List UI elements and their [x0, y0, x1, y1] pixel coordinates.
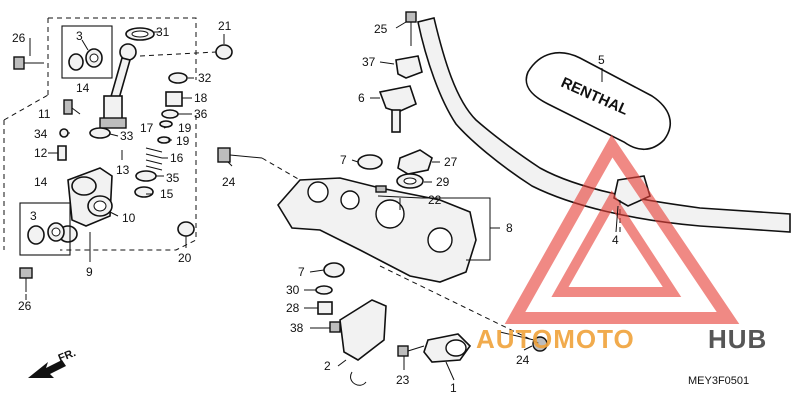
callout-22: 22 — [428, 193, 442, 207]
callout-14-bottom: 14 — [34, 175, 48, 189]
callout-labels: 26 3 14 31 21 32 18 36 17 19 19 16 35 15… — [12, 19, 619, 395]
callout-11: 11 — [38, 107, 51, 121]
callout-4: 4 — [612, 233, 619, 247]
callout-29: 29 — [436, 175, 450, 189]
callout-23: 23 — [396, 373, 410, 387]
callout-37: 37 — [362, 55, 376, 69]
callout-28: 28 — [286, 301, 300, 315]
callout-18: 18 — [194, 91, 208, 105]
handlebar-assembly: RENTHAL — [417, 17, 791, 233]
callout-17: 17 — [140, 121, 154, 135]
top-bridge-assembly — [217, 11, 548, 386]
front-indicator-label: FR. — [57, 347, 78, 365]
callout-3-bottom: 3 — [30, 209, 37, 223]
callout-25: 25 — [374, 22, 388, 36]
callout-3-top: 3 — [76, 29, 83, 43]
callout-1: 1 — [450, 381, 457, 395]
callout-15: 15 — [160, 187, 174, 201]
callout-10: 10 — [122, 211, 136, 225]
callout-32: 32 — [198, 71, 212, 85]
callout-5: 5 — [598, 53, 605, 67]
callout-26-bottom: 26 — [18, 299, 32, 313]
callout-34: 34 — [34, 127, 48, 141]
crossbar-pad — [525, 51, 672, 151]
callout-38: 38 — [290, 321, 304, 335]
callout-2: 2 — [324, 359, 331, 373]
callout-36: 36 — [194, 107, 208, 121]
callout-12: 12 — [34, 146, 48, 160]
callout-24-left: 24 — [222, 175, 236, 189]
front-arrow-icon — [28, 360, 66, 378]
callout-33: 33 — [120, 129, 134, 143]
callout-6: 6 — [358, 91, 365, 105]
callout-9: 9 — [86, 265, 93, 279]
callout-24-right: 24 — [516, 353, 530, 367]
leader-lines — [25, 21, 619, 381]
damper-assembly — [13, 25, 233, 378]
callout-16: 16 — [170, 151, 184, 165]
watermark — [504, 134, 740, 324]
callout-27: 27 — [444, 155, 458, 169]
callout-19-lower: 19 — [176, 134, 190, 148]
callout-8: 8 — [506, 221, 513, 235]
callout-26-top: 26 — [12, 31, 26, 45]
callout-19-upper: 19 — [178, 121, 192, 135]
callout-13: 13 — [116, 163, 130, 177]
callout-21: 21 — [218, 19, 232, 33]
callout-7-lower: 7 — [298, 265, 305, 279]
watermark-brand-part2: HUB — [708, 324, 767, 354]
callout-14-top: 14 — [76, 81, 90, 95]
callout-35: 35 — [166, 171, 180, 185]
callout-30: 30 — [286, 283, 300, 297]
callout-20: 20 — [178, 251, 192, 265]
diagram-code: MEY3F0501 — [688, 375, 749, 387]
callout-7-upper: 7 — [340, 153, 347, 167]
watermark-text: AUTOMOTO HUB — [476, 324, 767, 354]
watermark-brand-part1: AUTOMOTO — [476, 324, 635, 354]
watermark-triangle — [504, 134, 740, 324]
callout-31: 31 — [156, 25, 170, 39]
